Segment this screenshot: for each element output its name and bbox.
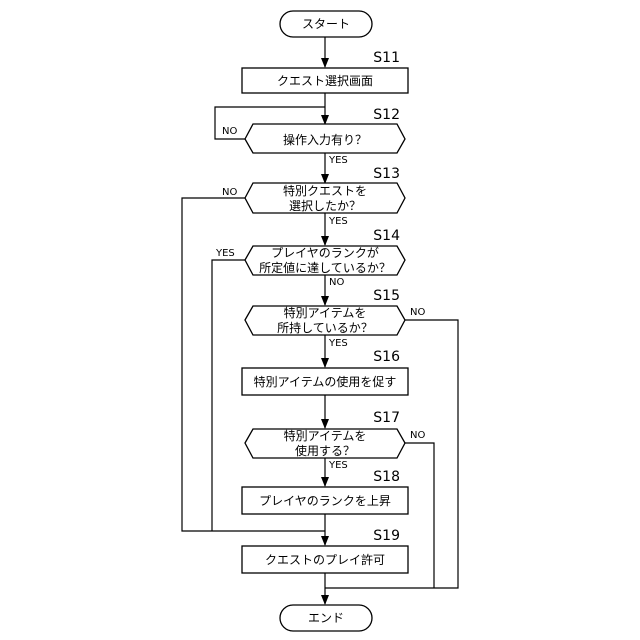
step-text-s16: 特別アイテムの使用を促す xyxy=(254,374,397,389)
branch-label-s14-no: NO xyxy=(329,277,344,288)
step-text-s13-line2: 選択したか？ xyxy=(289,199,361,213)
start-terminal: スタート xyxy=(280,11,372,37)
branch-label-s13-yes: YES xyxy=(328,216,348,227)
branch-label-s14-yes: YES xyxy=(215,248,235,259)
branch-label-s15-yes: YES xyxy=(328,338,348,349)
step-label-s19: S19 xyxy=(373,528,400,544)
step-text-s12: 操作入力有り？ xyxy=(283,132,367,147)
start-label: スタート xyxy=(302,17,350,31)
step-text-s17-line1: 特別アイテムを xyxy=(284,428,367,443)
branch-label-s12-no: NO xyxy=(222,126,237,137)
branch-label-s15-no: NO xyxy=(410,307,425,318)
step-text-s13-line1: 特別クエストを xyxy=(283,183,367,198)
step-label-s18: S18 xyxy=(373,469,400,485)
step-label-s12: S12 xyxy=(373,107,400,123)
branch-label-s13-no: NO xyxy=(222,187,237,198)
path-s14-yes xyxy=(212,260,245,531)
step-text-s17-line2: 使用する？ xyxy=(295,443,355,458)
branch-label-s12-yes: YES xyxy=(328,155,348,166)
step-text-s15-line1: 特別アイテムを xyxy=(284,305,367,320)
path-s17-no xyxy=(405,443,434,588)
step-text-s15-line2: 所持しているか？ xyxy=(277,320,373,335)
step-label-s15: S15 xyxy=(373,288,400,304)
step-label-s11: S11 xyxy=(373,50,400,66)
step-text-s11: クエスト選択画面 xyxy=(277,74,373,88)
step-label-s17: S17 xyxy=(373,410,400,426)
step-text-s18: プレイヤのランクを上昇 xyxy=(259,494,391,508)
end-label: エンド xyxy=(308,611,344,625)
step-label-s14: S14 xyxy=(373,228,400,244)
step-label-s13: S13 xyxy=(373,166,400,182)
step-text-s14-line1: プレイヤのランクが xyxy=(271,245,379,260)
step-label-s16: S16 xyxy=(373,349,400,365)
step-text-s14-line2: 所定値に達しているか？ xyxy=(259,260,391,275)
branch-label-s17-yes: YES xyxy=(328,460,348,471)
branch-label-s17-no: NO xyxy=(410,430,425,441)
end-terminal: エンド xyxy=(280,605,372,631)
step-text-s19: クエストのプレイ許可 xyxy=(265,553,385,567)
